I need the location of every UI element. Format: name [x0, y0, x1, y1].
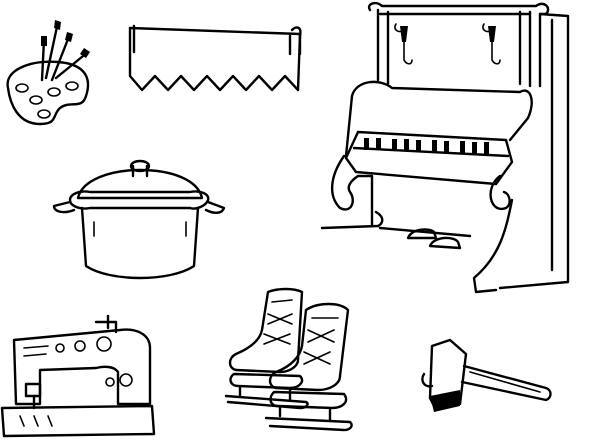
sewing-machine-icon: [0, 314, 156, 438]
paint-palette-icon: [6, 20, 90, 126]
cooking-pot-icon: [52, 159, 226, 280]
piano-icon: [320, 1, 570, 294]
ice-skates-icon: [224, 287, 353, 432]
handsaw-icon: [128, 24, 302, 92]
hammer-icon: [421, 338, 552, 412]
